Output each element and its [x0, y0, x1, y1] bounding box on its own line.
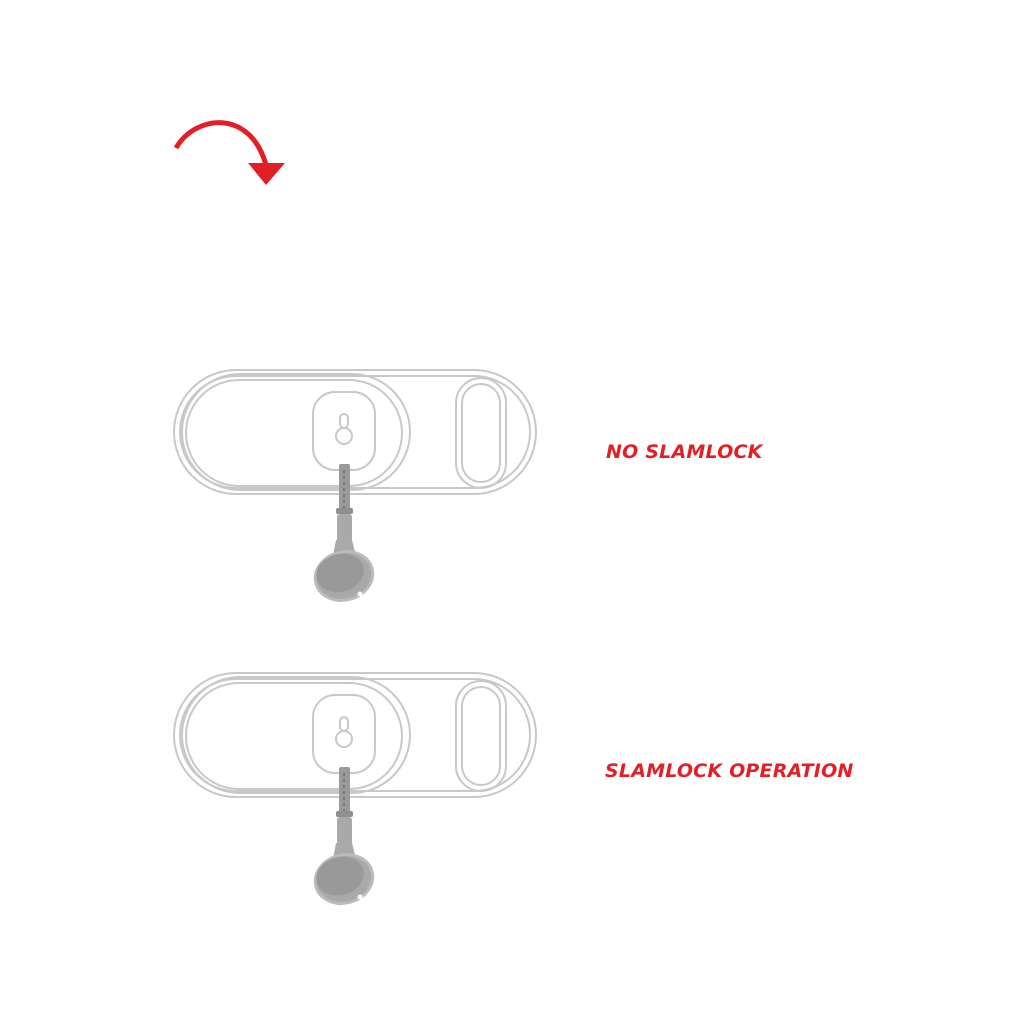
lock-bolt-outer	[181, 373, 411, 491]
lock-slot-inner	[461, 686, 501, 786]
lock-slot-outer	[455, 377, 507, 489]
lock-housing-outer	[173, 369, 537, 495]
lock-housing-outer	[173, 672, 537, 798]
lock-housing-inner	[179, 375, 531, 489]
label-no-slamlock: NO SLAMLOCK	[606, 441, 763, 463]
arrow-head	[248, 163, 285, 185]
lock-slot-outer	[455, 680, 507, 792]
lock-slot-inner	[461, 383, 501, 483]
lock-bolt-inner	[185, 682, 403, 790]
lock-housing-inner	[179, 678, 531, 792]
label-slamlock-operation: SLAMLOCK OPERATION	[605, 760, 854, 782]
arrow-arc	[173, 120, 269, 166]
lock-bolt-outer	[181, 676, 411, 794]
lock-bolt-inner	[185, 379, 403, 487]
